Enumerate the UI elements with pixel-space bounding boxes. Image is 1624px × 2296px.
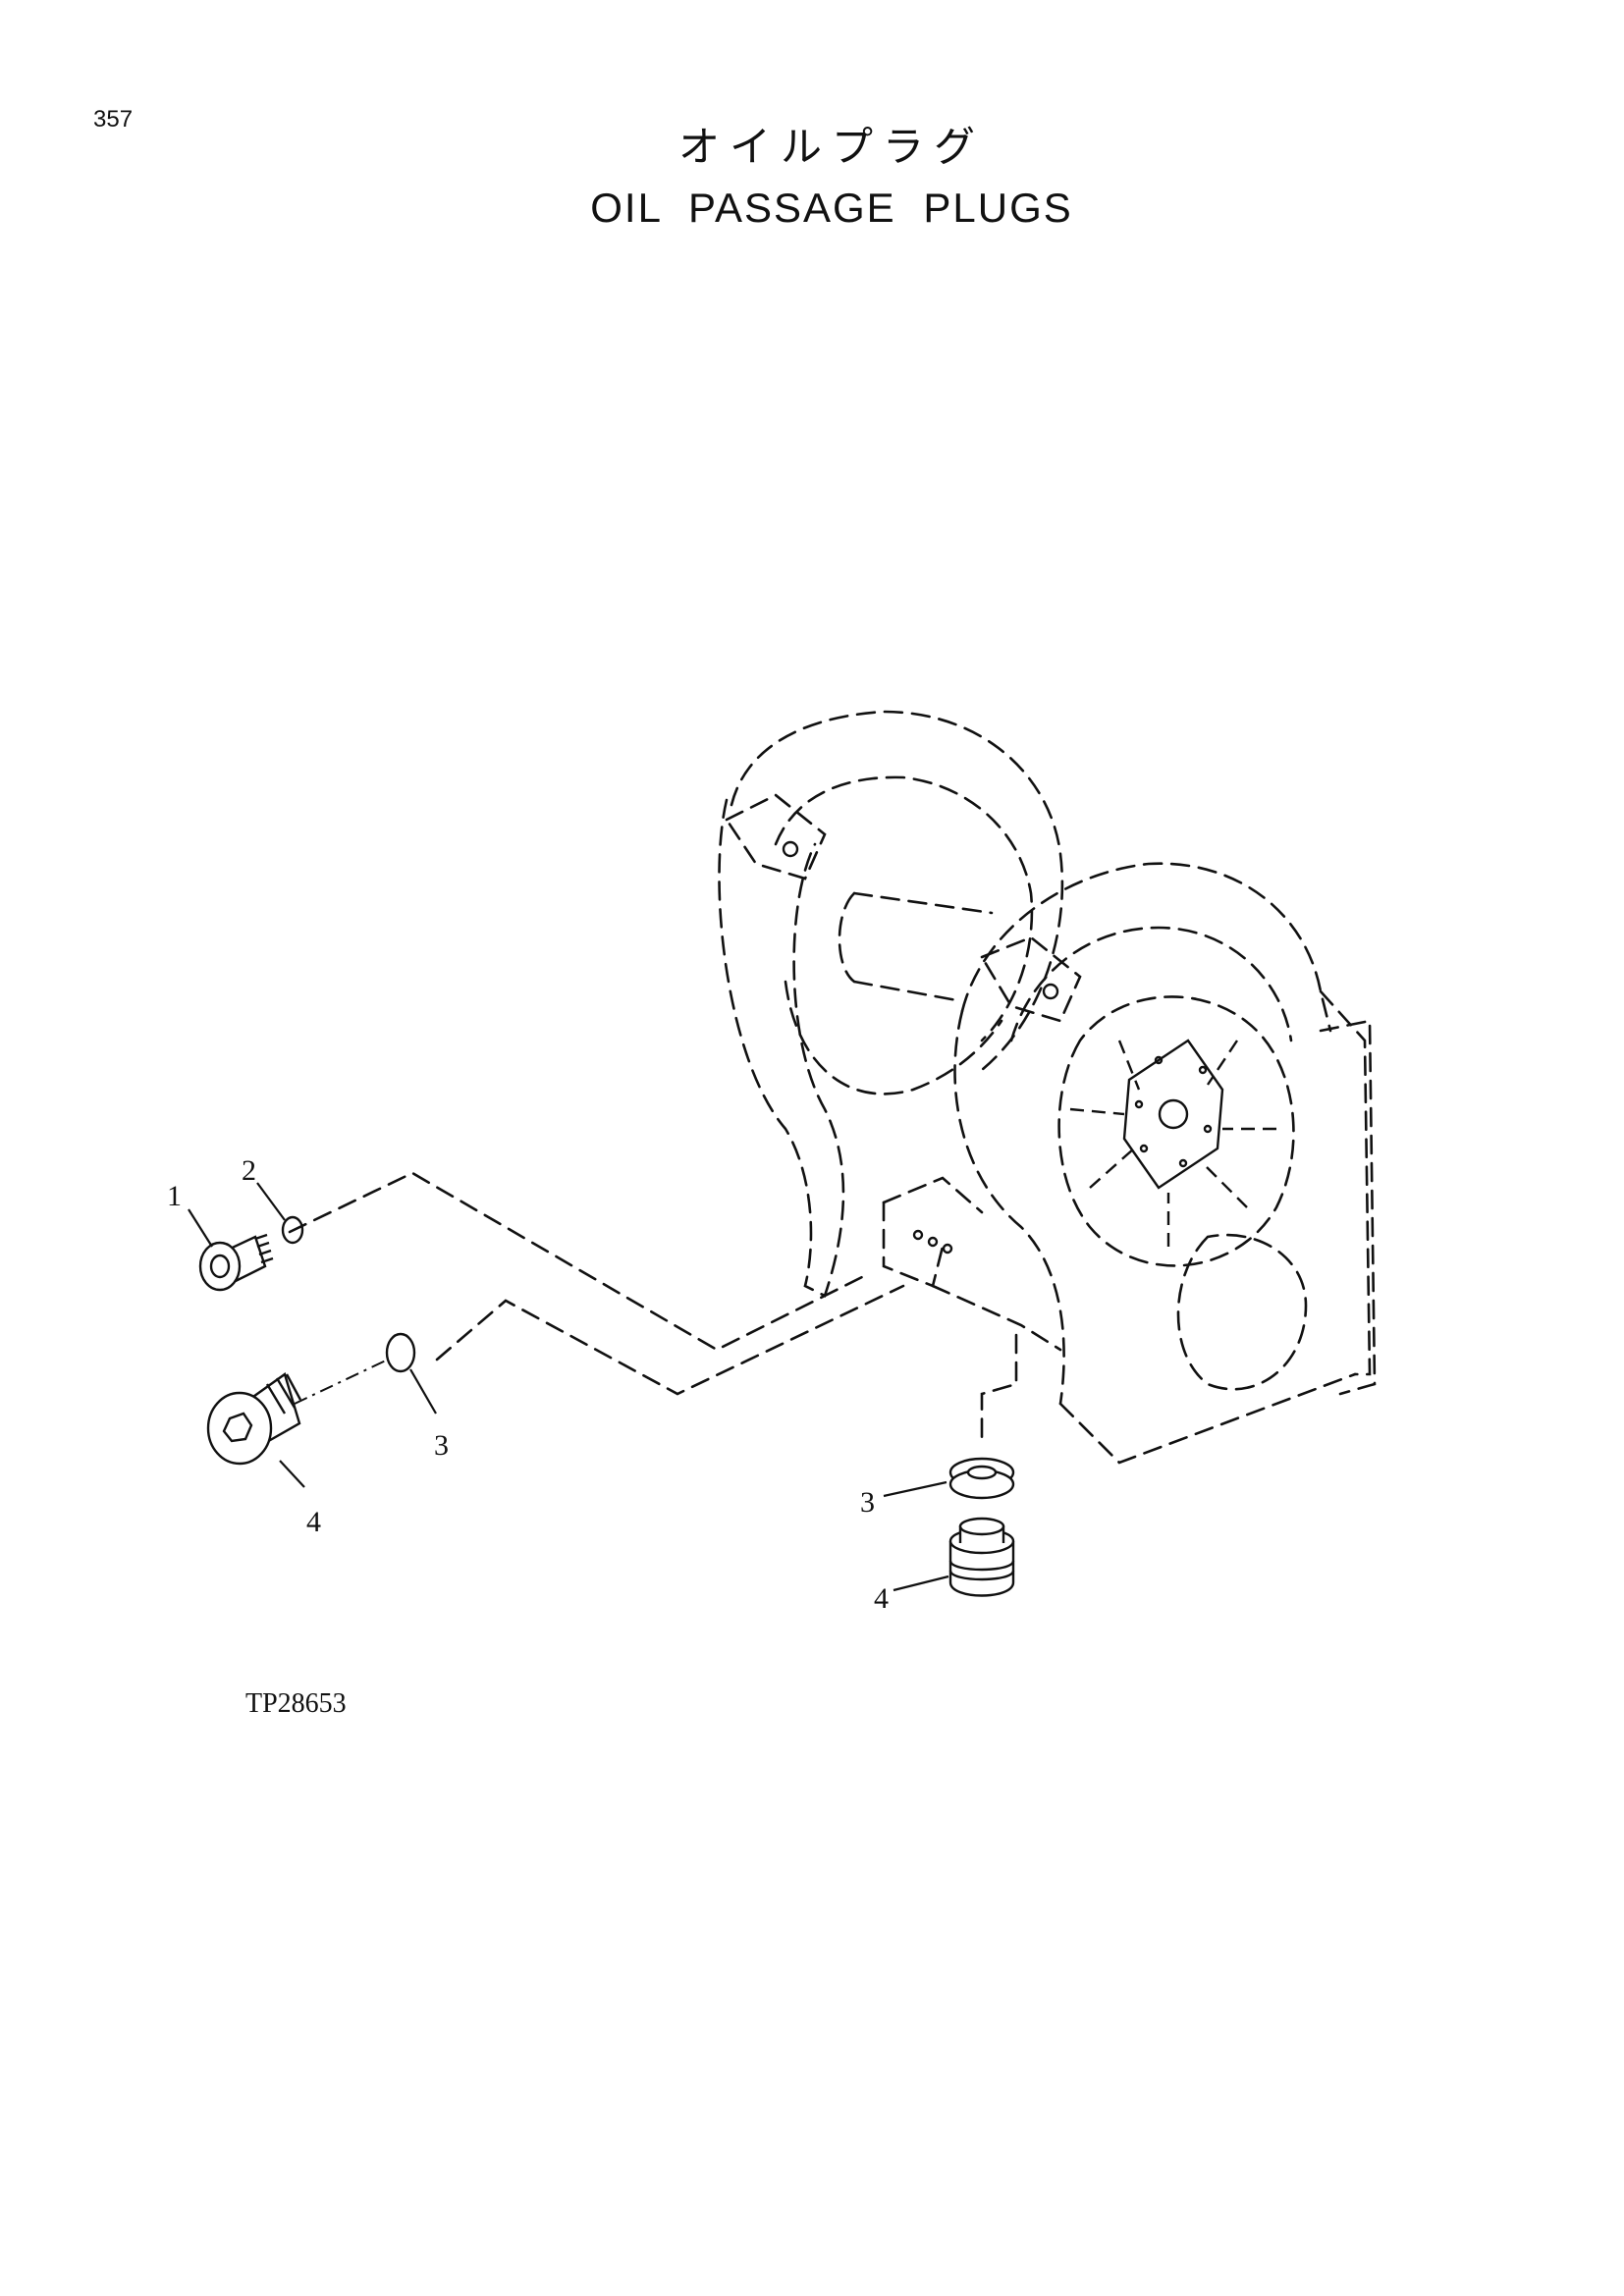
front-housing-outer <box>960 862 1332 1033</box>
wheel-hub-center <box>1158 1098 1189 1130</box>
front-housing-bottom <box>1058 1372 1357 1465</box>
wheel-hub-plate <box>1122 1039 1224 1190</box>
front-housing-right <box>1319 989 1372 1376</box>
leader-2 <box>256 1182 286 1221</box>
wheel-spokes <box>1069 1040 1276 1247</box>
lower-cover <box>1176 1233 1308 1391</box>
callout-3-right: 3 <box>860 1486 875 1519</box>
assembly-axis <box>294 1359 389 1405</box>
shaft-face <box>838 891 856 984</box>
leader-4-left <box>279 1460 305 1488</box>
title-english: OIL PASSAGE PLUGS <box>590 185 1073 231</box>
drawing-number: TP28653 <box>245 1688 347 1719</box>
rear-housing-outer <box>718 798 845 1298</box>
front-housing-side <box>953 1009 1065 1406</box>
title-block: オイルプラグ OIL PASSAGE PLUGS <box>0 120 1624 236</box>
o-ring-small <box>281 1215 304 1245</box>
rear-housing-hub <box>784 980 1003 1095</box>
front-housing-inner <box>1009 926 1293 1042</box>
shaft-bottom <box>852 980 964 1003</box>
callout-3-left: 3 <box>434 1429 449 1462</box>
page-number: 357 <box>93 106 134 133</box>
manifold-top <box>882 1176 984 1214</box>
passage-route-right <box>980 1333 1018 1445</box>
title-japanese: オイルプラグ <box>677 123 985 171</box>
callout-4-right: 4 <box>874 1582 889 1615</box>
front-boss <box>980 935 1082 1023</box>
manifold-face <box>882 1201 945 1288</box>
leader-3-left <box>409 1368 437 1415</box>
leader-3-right <box>883 1480 947 1498</box>
plug-large <box>206 1372 302 1466</box>
leader-4-right <box>893 1575 949 1592</box>
o-ring-large <box>385 1332 416 1373</box>
fan-wheel <box>1057 995 1295 1267</box>
rear-housing-ring-outer <box>730 710 1064 1072</box>
passage-route-lower <box>435 1284 905 1396</box>
shaft-top <box>852 891 994 915</box>
callout-1: 1 <box>167 1180 182 1212</box>
passage-route-upper <box>288 1171 866 1352</box>
plug-washer-right <box>948 1457 1015 1500</box>
leader-1 <box>188 1208 213 1248</box>
plug-right-lower <box>948 1517 1015 1597</box>
callout-2: 2 <box>242 1154 256 1187</box>
callout-4-left: 4 <box>306 1506 321 1538</box>
manifold-bottom <box>931 1284 1062 1352</box>
plug-small <box>198 1233 274 1292</box>
rear-boss <box>725 793 827 881</box>
side-flange <box>1319 1019 1377 1396</box>
rear-housing-ring-inner <box>774 775 1034 1042</box>
